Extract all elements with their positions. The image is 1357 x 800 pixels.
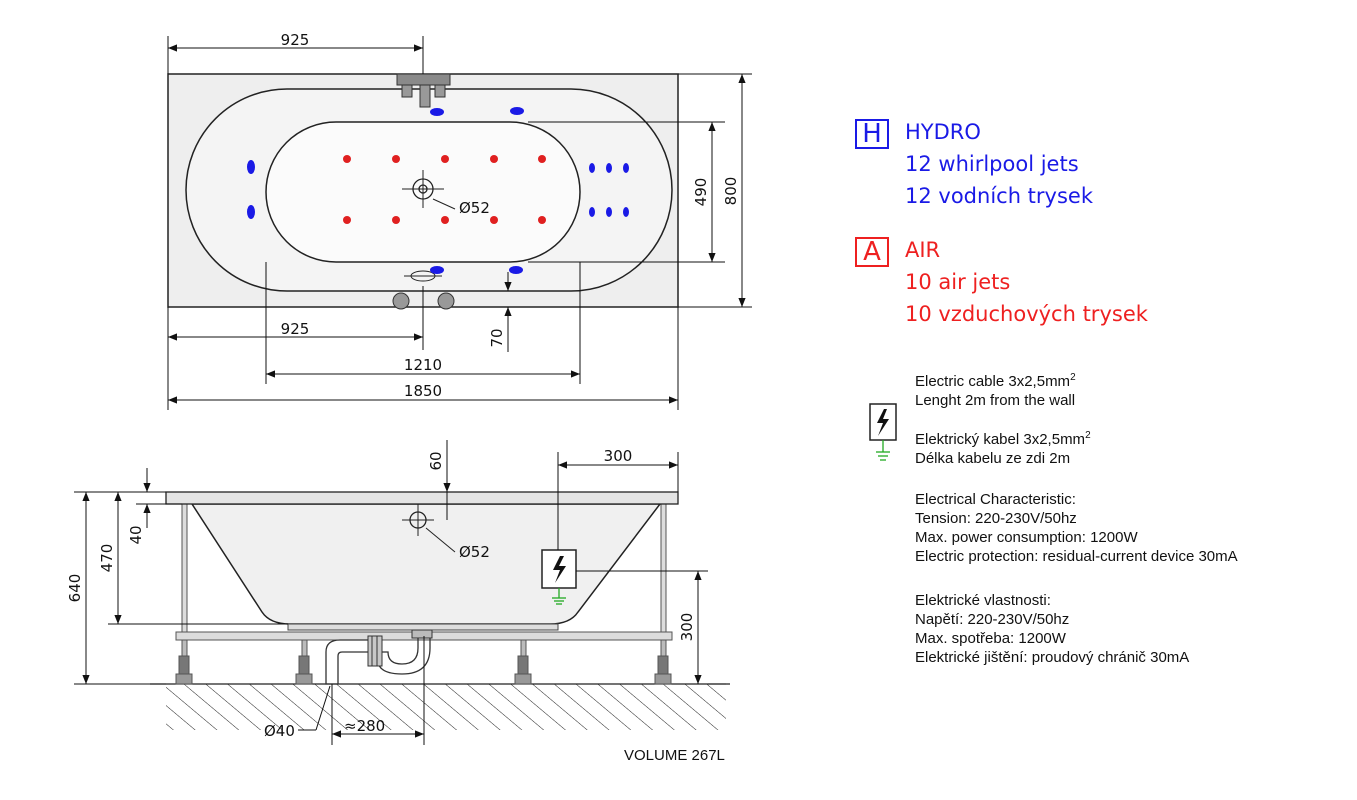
- electric-symbol: [869, 403, 897, 461]
- cable-cz-sup: 2: [1085, 430, 1091, 441]
- dim-640: 640: [66, 574, 84, 603]
- faucet: [396, 73, 451, 108]
- length-cz: Délka kabelu ze zdi 2m: [915, 450, 1071, 467]
- hydro-jet: [606, 163, 612, 173]
- dim-70: 70: [488, 328, 506, 347]
- cable-en-sup: 2: [1070, 372, 1076, 383]
- electric-cable-info-cz: Elektrický kabel 3x2,5mm2 Délka kabelu z…: [915, 426, 1091, 468]
- overflow-outlet: [402, 504, 456, 553]
- dim-drain-diameter: Ø52: [459, 199, 490, 217]
- dim-470: 470: [98, 544, 116, 573]
- hydro-line-en: 12 whirlpool jets: [905, 152, 1079, 176]
- tub-base: [287, 623, 559, 631]
- char-protection: Electric protection: residual-current de…: [915, 548, 1238, 565]
- air-jet: [441, 155, 449, 163]
- cable-en: Electric cable 3x2,5mm: [915, 373, 1071, 390]
- drain-knob: [437, 292, 455, 310]
- cz-tension: Napětí: 220-230V/50hz: [915, 611, 1070, 628]
- hydro-jet: [623, 207, 629, 217]
- drain-knob: [392, 292, 410, 310]
- hydro-jet: [430, 266, 444, 274]
- drain-pipe: [325, 629, 433, 685]
- hydro-jet: [510, 107, 524, 115]
- dim-40: 40: [127, 525, 145, 544]
- hydro-jet: [606, 207, 612, 217]
- dim-925-top: 925: [281, 31, 310, 49]
- hydro-jet: [589, 163, 595, 173]
- hydro-jet: [247, 160, 255, 174]
- hydro-jet: [623, 163, 629, 173]
- air-jet: [490, 216, 498, 224]
- electrical-characteristic: Electrical Characteristic: Tension: 220-…: [915, 490, 1238, 566]
- legend-hydro: H HYDRO 12 whirlpool jets 12 vodních try…: [855, 116, 1335, 212]
- side-view: 60 300 40 470 640 300 Ø52 Ø40 ≈280: [66, 440, 730, 745]
- lightning-icon: [877, 409, 889, 436]
- volume-label: VOLUME 267L: [624, 747, 725, 764]
- char-tension: Tension: 220-230V/50hz: [915, 510, 1077, 527]
- dim-drain-pipe-diameter: Ø40: [264, 722, 295, 740]
- dim-overflow-diameter: Ø52: [459, 543, 490, 561]
- hydro-title: HYDRO: [905, 120, 981, 144]
- air-jet: [490, 155, 498, 163]
- air-line-cz: 10 vzduchových trysek: [905, 302, 1148, 326]
- air-jet: [343, 216, 351, 224]
- hydro-badge: H: [855, 119, 889, 149]
- char-power: Max. power consumption: 1200W: [915, 529, 1138, 546]
- air-jet: [538, 155, 546, 163]
- electric-cable-info: Electric cable 3x2,5mm2 Lenght 2m from t…: [915, 368, 1076, 410]
- air-badge: A: [855, 237, 889, 267]
- tub-rim: [165, 491, 679, 505]
- hydro-line-cz: 12 vodních trysek: [905, 184, 1093, 208]
- cz-protection: Elektrické jištění: proudový chránič 30m…: [915, 649, 1190, 666]
- dim-60: 60: [427, 451, 445, 470]
- legend-air: A AIR 10 air jets 10 vzduchových trysek: [855, 234, 1335, 330]
- floor-hatch: [166, 684, 726, 730]
- hydro-jet: [589, 207, 595, 217]
- length-en: Lenght 2m from the wall: [915, 392, 1076, 409]
- air-title: AIR: [905, 238, 941, 262]
- air-jets: [343, 155, 546, 224]
- hydro-jets: [247, 107, 629, 274]
- electrical-characteristic-cz: Elektrické vlastnosti: Napětí: 220-230V/…: [915, 591, 1189, 667]
- char-title: Electrical Characteristic:: [915, 491, 1076, 508]
- air-jet: [343, 155, 351, 163]
- cable-cz: Elektrický kabel 3x2,5mm: [915, 431, 1086, 448]
- dim-1850: 1850: [404, 382, 442, 400]
- dim-490: 490: [692, 178, 710, 207]
- hydro-jet: [430, 108, 444, 116]
- cz-title: Elektrické vlastnosti:: [915, 592, 1051, 609]
- cz-power: Max. spotřeba: 1200W: [915, 630, 1066, 647]
- dim-800: 800: [722, 177, 740, 206]
- dim-280: ≈280: [344, 717, 385, 735]
- dim-925-bottom: 925: [281, 320, 310, 338]
- air-jet: [441, 216, 449, 224]
- air-jet: [392, 216, 400, 224]
- electric-box: [541, 549, 577, 605]
- hydro-jet: [247, 205, 255, 219]
- air-jet: [392, 155, 400, 163]
- drain-outlet: [402, 170, 456, 210]
- dim-300-right: 300: [678, 613, 696, 642]
- dim-300-top: 300: [604, 447, 633, 465]
- dim-1210: 1210: [404, 356, 442, 374]
- air-jet: [538, 216, 546, 224]
- top-view: 925 925 1210 1850 490 800 70 Ø52: [167, 31, 752, 410]
- lightning-icon: [553, 556, 566, 583]
- hydro-jet: [509, 266, 523, 274]
- air-line-en: 10 air jets: [905, 270, 1011, 294]
- jets-legend: H HYDRO 12 whirlpool jets 12 vodních try…: [855, 116, 1335, 352]
